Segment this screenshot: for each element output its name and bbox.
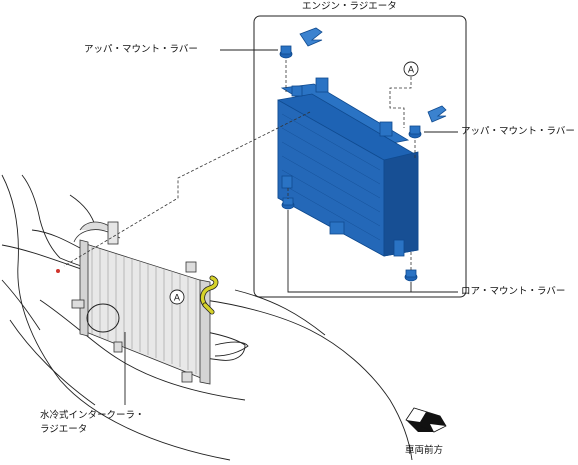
lower-mount-rubber-parts bbox=[281, 197, 418, 282]
upper-mount-rubber-right-part bbox=[408, 105, 447, 139]
marker-a-top-text: A bbox=[408, 66, 415, 76]
intercooler-label-line1: 水冷式インタークーラ・ bbox=[40, 410, 145, 421]
upper-mount-rubber-right-label: アッパ・マウント・ラバー bbox=[461, 126, 575, 137]
leader-lines bbox=[124, 49, 458, 405]
mount-point-dot bbox=[56, 269, 60, 273]
vehicle-front-arrow-icon bbox=[405, 407, 447, 433]
marker-a-bottom-text: A bbox=[174, 294, 181, 304]
intercooler-hose bbox=[200, 275, 219, 315]
marker-a-bottom: A bbox=[169, 289, 185, 305]
vehicle-front-label: 車両前方 bbox=[405, 445, 444, 456]
engine-radiator-title: エンジン・ラジエータ bbox=[302, 1, 397, 12]
engine-radiator bbox=[277, 77, 419, 257]
intercooler-label-line2: ラジエータ bbox=[40, 424, 88, 435]
lower-mount-rubber-label: ロア・マウント・ラバー bbox=[461, 286, 566, 297]
upper-mount-rubber-left-label: アッパ・マウント・ラバー bbox=[84, 44, 198, 55]
intercooler-radiator bbox=[71, 221, 211, 385]
engine-radiator-frame bbox=[253, 15, 467, 298]
marker-a-top: A bbox=[403, 61, 419, 77]
upper-mount-rubber-left-part bbox=[279, 27, 323, 59]
alignment-dashes bbox=[63, 60, 416, 270]
